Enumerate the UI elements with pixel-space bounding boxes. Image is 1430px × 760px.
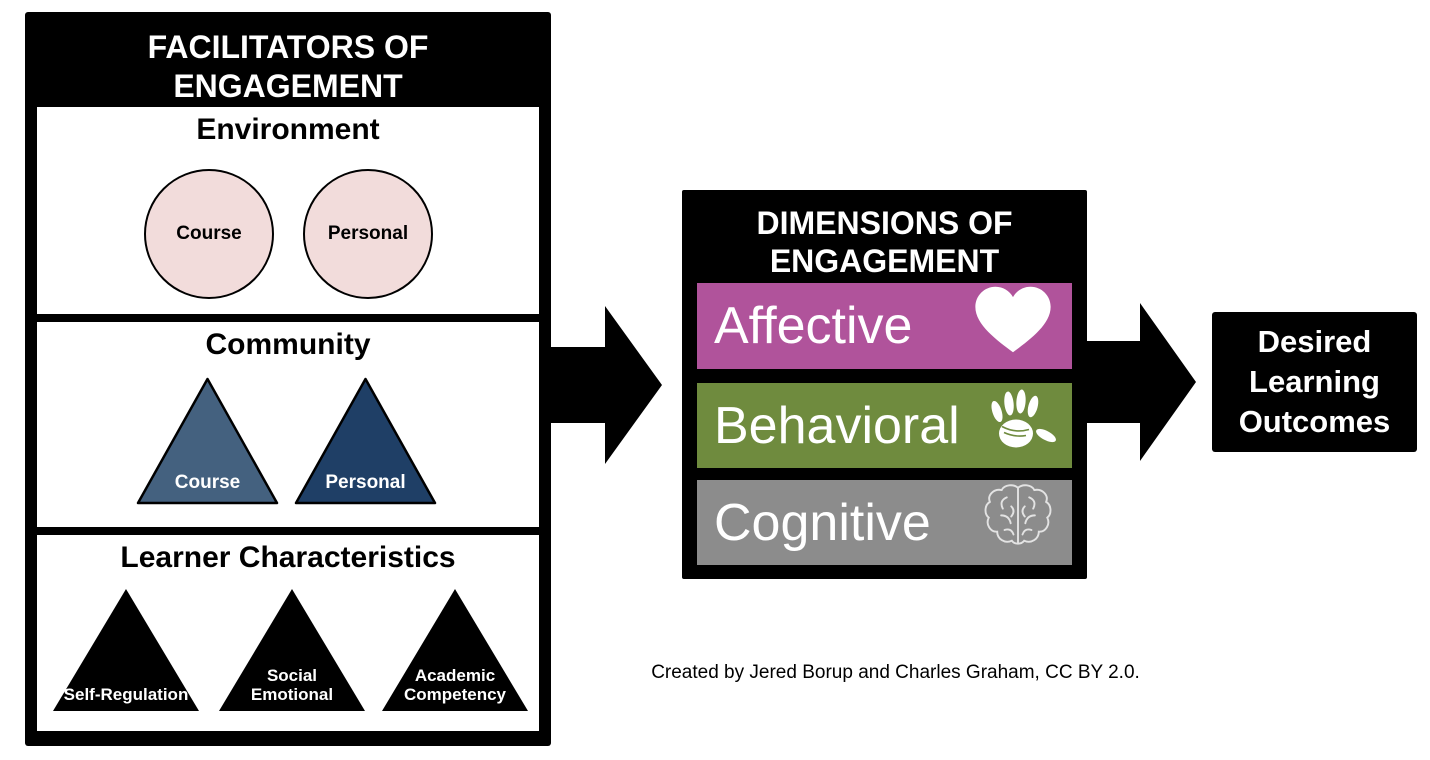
triangle-icon (294, 377, 437, 505)
environment-course-circle: Course (144, 169, 274, 299)
dimensions-title: DIMENSIONS OF ENGAGEMENT (756, 205, 1013, 280)
learner-social-emotional-label: Social Emotional (250, 665, 334, 705)
desired-learning-outcomes-box: Desired Learning Outcomes (1212, 312, 1417, 452)
desired-learning-outcomes-label: Desired Learning Outcomes (1238, 323, 1391, 440)
dimension-affective-label: Affective (714, 297, 913, 355)
community-personal-triangle: Personal (293, 376, 438, 506)
triangle-icon (53, 589, 199, 711)
attribution-caption: Created by Jered Borup and Charles Graha… (651, 662, 1140, 683)
environment-personal-circle: Personal (303, 169, 433, 299)
facilitators-box: FACILITATORS OF ENGAGEMENT Environment C… (25, 12, 551, 746)
dimension-behavioral-label: Behavioral (714, 396, 960, 455)
section-title-environment: Environment (196, 113, 380, 146)
dimension-cognitive-label: Cognitive (714, 493, 931, 552)
community-personal-label: Personal (325, 472, 406, 493)
learner-self-regulation-label: Self-Regulation (63, 685, 189, 705)
dimensions-box: DIMENSIONS OF ENGAGEMENT Affective Behav… (682, 190, 1087, 579)
triangle-icon (219, 589, 365, 711)
arrow-right-icon (551, 306, 662, 464)
environment-personal-label: Personal (327, 223, 409, 244)
learner-self-regulation-triangle: Self-Regulation (51, 587, 201, 713)
triangle-icon (382, 589, 528, 711)
community-course-label: Course (174, 472, 241, 493)
brain-icon (982, 482, 1054, 563)
dimension-row-behavioral: Behavioral (697, 383, 1072, 468)
section-title-learner-characteristics: Learner Characteristics (120, 541, 456, 574)
arrow-right-icon (1087, 303, 1196, 461)
triangle-icon (136, 377, 279, 505)
dimension-row-affective: Affective (697, 283, 1072, 369)
section-environment: Environment Course Personal (37, 107, 539, 314)
learner-social-emotional-triangle: Social Emotional (217, 587, 367, 713)
section-learner-characteristics: Learner Characteristics Self-Regulation … (37, 535, 539, 731)
facilitators-title: FACILITATORS OF ENGAGEMENT (147, 29, 429, 105)
learner-academic-competency-label: Academic Competency (403, 665, 507, 705)
dimension-row-cognitive: Cognitive (697, 480, 1072, 565)
heart-icon (974, 286, 1052, 367)
section-title-community: Community (205, 328, 371, 361)
environment-course-label: Course (176, 223, 242, 244)
hand-icon (980, 388, 1062, 463)
learner-academic-competency-triangle: Academic Competency (380, 587, 530, 713)
section-community: Community Course Personal (37, 322, 539, 527)
community-course-triangle: Course (135, 376, 280, 506)
